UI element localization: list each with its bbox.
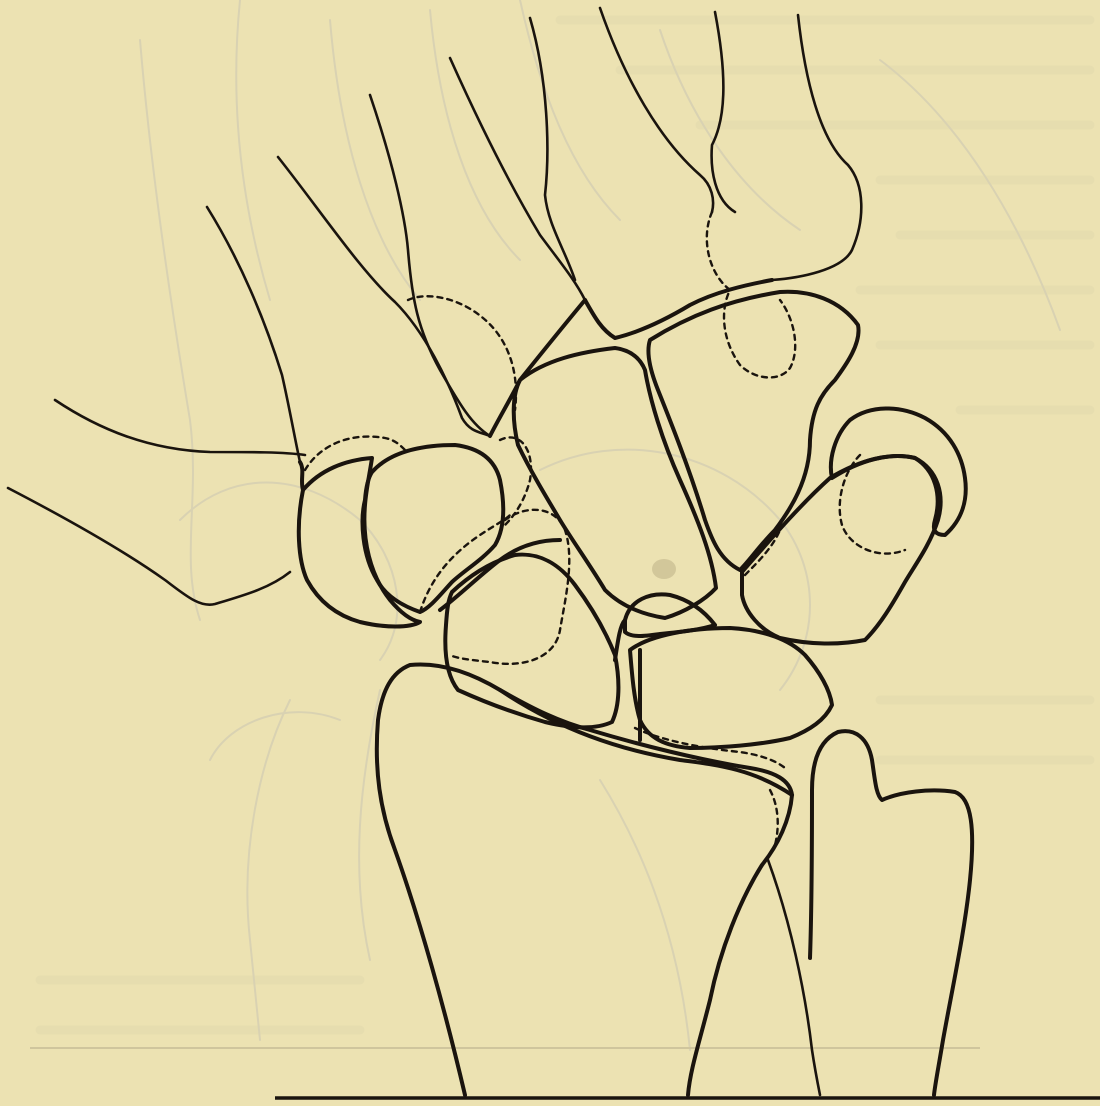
paper-spot (652, 559, 676, 579)
